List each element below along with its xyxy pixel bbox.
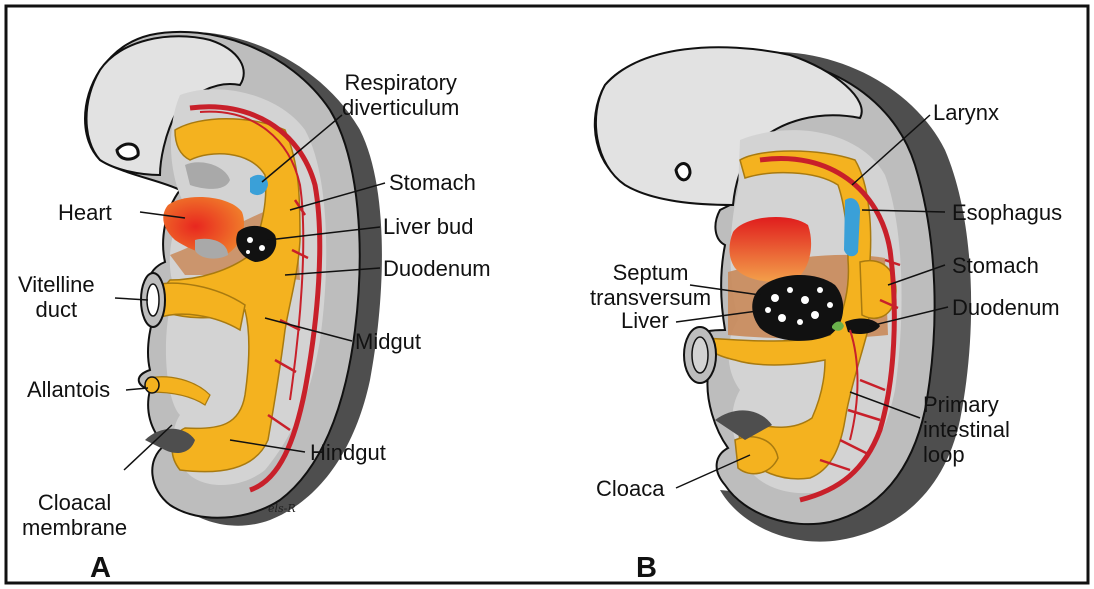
- label-hindgut: Hindgut: [310, 440, 386, 465]
- label-primary-intestinal-loop: Primary intestinal loop: [923, 392, 1010, 467]
- label-liver-bud: Liver bud: [383, 214, 474, 239]
- larynx-esophagus-b: [844, 198, 860, 256]
- label-midgut: Midgut: [355, 329, 421, 354]
- label-septum-transversum: Septum transversum: [590, 260, 711, 310]
- panel-letter-a: A: [90, 552, 111, 585]
- label-stomach-a: Stomach: [389, 170, 476, 195]
- label-larynx: Larynx: [933, 100, 999, 125]
- heart-b: [729, 217, 811, 282]
- eye-b: [676, 164, 690, 180]
- label-duodenum-a: Duodenum: [383, 256, 491, 281]
- eye-a: [117, 144, 138, 159]
- label-esophagus: Esophagus: [952, 200, 1062, 225]
- label-allantois: Allantois: [27, 377, 110, 402]
- panel-letter-b: B: [636, 552, 657, 585]
- label-vitelline-duct: Vitelline duct: [18, 272, 95, 322]
- artist-signature: els-R: [268, 502, 296, 515]
- label-cloacal-membrane: Cloacal membrane: [22, 490, 127, 540]
- label-respiratory-diverticulum: Respiratory diverticulum: [342, 70, 459, 120]
- label-liver: Liver: [621, 308, 669, 333]
- label-heart: Heart: [58, 200, 112, 225]
- label-cloaca: Cloaca: [596, 476, 664, 501]
- label-duodenum-b: Duodenum: [952, 295, 1060, 320]
- label-stomach-b: Stomach: [952, 253, 1039, 278]
